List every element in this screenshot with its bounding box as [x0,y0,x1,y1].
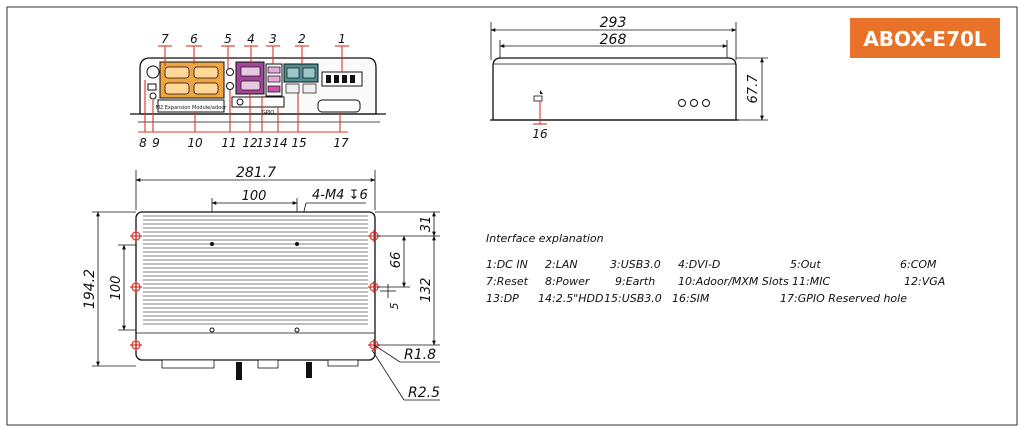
sheet-border [6,6,1018,426]
legend-item: 13:DP [486,292,519,305]
hdd-bay [231,96,285,108]
heatsink-fins [143,215,368,325]
legend-item: 10:Adoor/MXM Slots [678,275,789,288]
radius-small: R1.8 [404,347,436,363]
callout-11: 11 [221,136,236,150]
side-view: 293 268 67.7 16 [490,15,768,141]
legend-item: 6:COM [900,258,937,271]
legend-item: 15:USB3.0 [604,292,662,305]
legend-item: 8:Power [545,275,591,288]
dim-67-7: 67.7 [746,74,761,104]
dim-66: 66 [389,252,404,269]
dim-5: 5 [388,303,401,310]
dim-281-7: 281.7 [236,165,276,181]
front-top-callouts: 7 6 5 4 3 2 1 [161,32,346,46]
legend-item: 9:Earth [615,275,655,288]
legend-title: Interface explanation [486,232,604,245]
legend-item: 2:LAN [545,258,578,271]
legend-item: 5:Out [790,258,821,271]
gpio-label: GPIO [262,110,274,116]
legend-item: 4:DVI-D [678,258,720,271]
dim-268: 268 [600,32,627,48]
callout-14: 14 [272,136,287,150]
dim-31: 31 [419,216,434,233]
callout-13: 13 [256,136,271,150]
callout-12: 12 [242,136,257,150]
callout-4: 4 [247,32,255,46]
callout-2: 2 [298,32,306,46]
bottom-view: 281.7 100 4-M4 ↧6 [82,165,440,401]
audio-out-jack-icon [226,68,234,76]
slot-label: M2 Expansion Module/adoor [156,105,228,111]
mount-holes-label: 4-M4 ↧6 [312,188,368,203]
radius-large: R2.5 [408,385,440,401]
bottom-plate [135,211,376,361]
power-button-icon [146,65,160,79]
legend-item: 12:VGA [904,275,945,288]
dim-hole-spacing: 100 [242,189,267,204]
callout-10: 10 [187,136,203,150]
model-badge-text: ABOX-E70L [863,27,987,51]
legend-item: 14:2.5"HDD [538,292,603,305]
interface-legend: Interface explanation 1:DC IN 2:LAN 3:US… [486,232,945,305]
callout-8: 8 [139,136,147,150]
dim-194-2: 194.2 [82,269,98,309]
gpio-reserved-hole [317,99,361,113]
legend-item: 16:SIM [672,292,710,305]
callout-17: 17 [333,136,349,150]
callout-3: 3 [269,32,277,46]
callout-15: 15 [291,136,306,150]
front-bottom-callouts: 8 9 10 11 12 13 14 15 17 [139,136,349,150]
callout-7: 7 [161,32,169,46]
callout-6: 6 [190,32,198,46]
front-view: M2 Expansion Module/adoor GPIO 7 6 5 4 [130,32,386,150]
dim-293: 293 [600,15,627,31]
expansion-slot [157,99,225,113]
callout-5: 5 [224,32,232,46]
legend-item: 1:DC IN [486,258,528,271]
callout-16: 16 [532,127,548,141]
model-badge: ABOX-E70L [850,18,1000,58]
legend-item: 3:USB3.0 [610,258,661,271]
callout-9: 9 [152,136,160,150]
legend-item: 7:Reset [486,275,529,288]
legend-item: 11:MIC [792,275,830,288]
sim-slot-icon [533,95,543,102]
legend-item: 17:GPIO Reserved hole [780,292,907,305]
dim-depth-100: 100 [109,276,124,301]
mic-jack-icon [226,82,234,90]
callout-1: 1 [338,32,346,46]
dim-132: 132 [419,278,434,303]
